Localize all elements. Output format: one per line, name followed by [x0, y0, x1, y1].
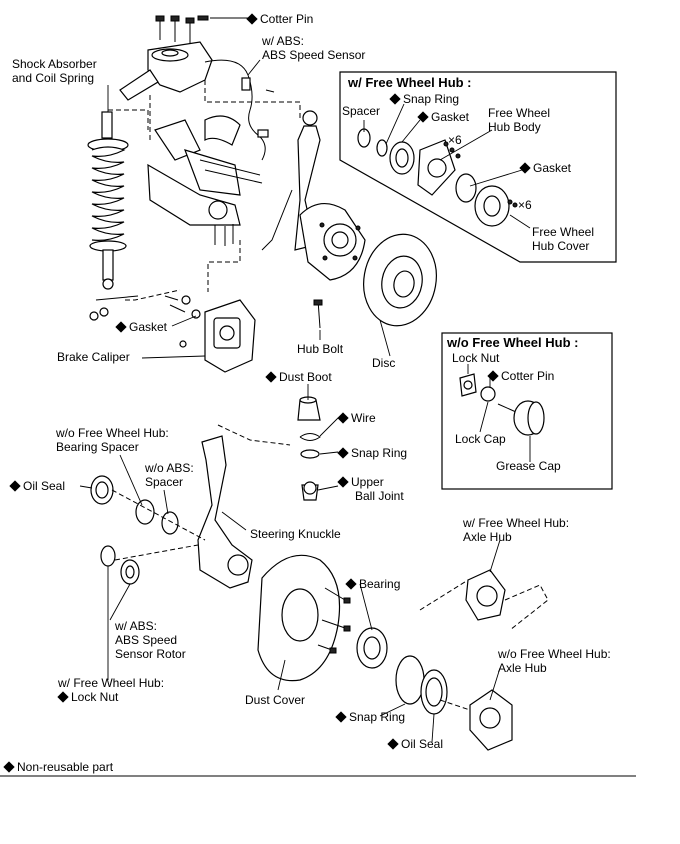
brake-disc [363, 233, 437, 327]
label-snap-ring-bottom: Snap Ring [335, 710, 405, 724]
lock-nut-cap-parts [459, 373, 545, 436]
box-title-free-wheel-hub: w/ Free Wheel Hub : [348, 75, 472, 90]
label-lock-nut-fw: w/ Free Wheel Hub: Lock Nut [57, 676, 165, 704]
label-oil-seal-bottom: Oil Seal [387, 737, 443, 751]
label-hub-bolt: Hub Bolt [297, 342, 344, 356]
label-upper-ball-joint: Upper Ball Joint [337, 475, 404, 503]
bearing-snap-ring-oil-seal [356, 627, 448, 715]
label-oil-seal-left: Oil Seal [9, 479, 65, 493]
label-spacer-box: Spacer [342, 104, 381, 118]
upper-arm [119, 15, 213, 101]
label-x6-a: ×6 [448, 133, 462, 147]
label-lock-cap: Lock Cap [455, 432, 506, 446]
axle-hub-free-wheel [419, 569, 549, 631]
label-steering-knuckle: Steering Knuckle [250, 527, 341, 541]
label-snap-ring-box: Snap Ring [389, 92, 459, 106]
label-axle-hub-fw: w/ Free Wheel Hub:Axle Hub [463, 516, 570, 544]
label-wire: Wire [337, 411, 376, 425]
free-wheel-hub-parts [357, 128, 518, 227]
label-disc: Disc [372, 356, 396, 370]
label-bearing-spacer: w/o Free Wheel Hub:Bearing Spacer [56, 426, 169, 454]
no-free-wheel-hub-box [441, 332, 613, 490]
axle-hub-no-free-wheel [439, 689, 513, 751]
label-cotter-pin-top: Cotter Pin [246, 12, 313, 26]
brake-caliper [164, 295, 256, 373]
label-lock-nut-box: Lock Nut [452, 351, 500, 365]
leader-lines [79, 17, 531, 743]
free-wheel-hub-box [339, 71, 617, 263]
shock-absorber-coil-spring [87, 111, 139, 321]
label-bearing: Bearing [345, 577, 400, 591]
label-abs-spacer: w/o ABS:Spacer [145, 461, 194, 489]
label-axle-hub-no-fw: w/o Free Wheel Hub:Axle Hub [498, 647, 611, 675]
box-title-no-free-wheel-hub: w/o Free Wheel Hub : [447, 335, 579, 350]
label-dust-boot: Dust Boot [265, 370, 332, 384]
label-brake-caliper: Brake Caliper [57, 350, 130, 364]
label-gasket-caliper: Gasket [115, 320, 167, 334]
label-gasket-box-1: Gasket [417, 110, 469, 124]
legend: Non-reusable part [3, 760, 113, 774]
label-grease-cap: Grease Cap [496, 459, 561, 473]
upper-ball-joint-parts [297, 396, 321, 501]
label-gasket-box-2: Gasket [519, 161, 571, 175]
dust-cover [257, 554, 351, 682]
non-reusable-diamond-icon [3, 761, 15, 773]
label-abs-speed-sensor: w/ ABS:ABS Speed Sensor [262, 34, 366, 62]
label-cotter-pin-box: Cotter Pin [487, 369, 554, 383]
label-x6-b: ×6 [518, 198, 532, 212]
axle-hub-upper [299, 203, 366, 281]
lower-arm-drive-shaft [147, 115, 263, 246]
label-snap-ring-mid: Snap Ring [337, 446, 407, 460]
abs-speed-sensor [204, 59, 275, 161]
left-seals [90, 475, 206, 585]
label-dust-cover: Dust Cover [245, 693, 306, 707]
steering-knuckle [197, 424, 291, 589]
